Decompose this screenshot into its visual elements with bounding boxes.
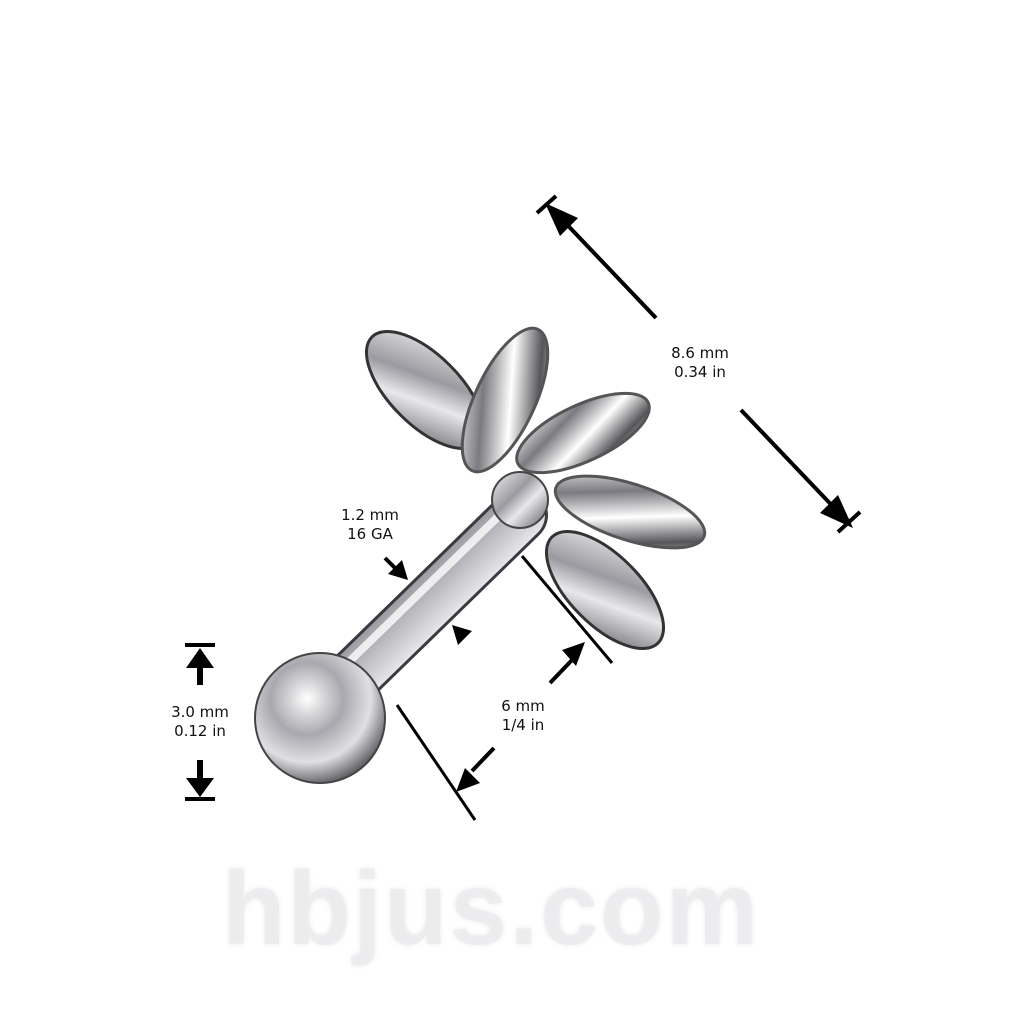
gauge-dimension-label: 1.2 mm 16 GA	[325, 506, 415, 544]
top-discs	[364, 329, 666, 651]
post-dimension-label: 6 mm 1/4 in	[478, 697, 568, 735]
ball-mm: 3.0 mm	[171, 703, 229, 721]
watermark: hbjus.com	[222, 851, 761, 967]
ball-in: 0.12 in	[174, 722, 226, 740]
length-in: 0.34 in	[674, 363, 726, 381]
post-mm: 6 mm	[501, 697, 545, 715]
ball-dimension-label: 3.0 mm 0.12 in	[155, 703, 245, 741]
ball-end	[254, 652, 386, 784]
gauge-mm: 1.2 mm	[341, 506, 399, 524]
post-in: 1/4 in	[501, 716, 545, 734]
marquise-gems	[460, 326, 707, 550]
gauge-ga: 16 GA	[347, 525, 393, 543]
length-mm: 8.6 mm	[671, 344, 729, 362]
dimension-lines	[185, 194, 862, 821]
length-dimension-label: 8.6 mm 0.34 in	[655, 344, 745, 382]
